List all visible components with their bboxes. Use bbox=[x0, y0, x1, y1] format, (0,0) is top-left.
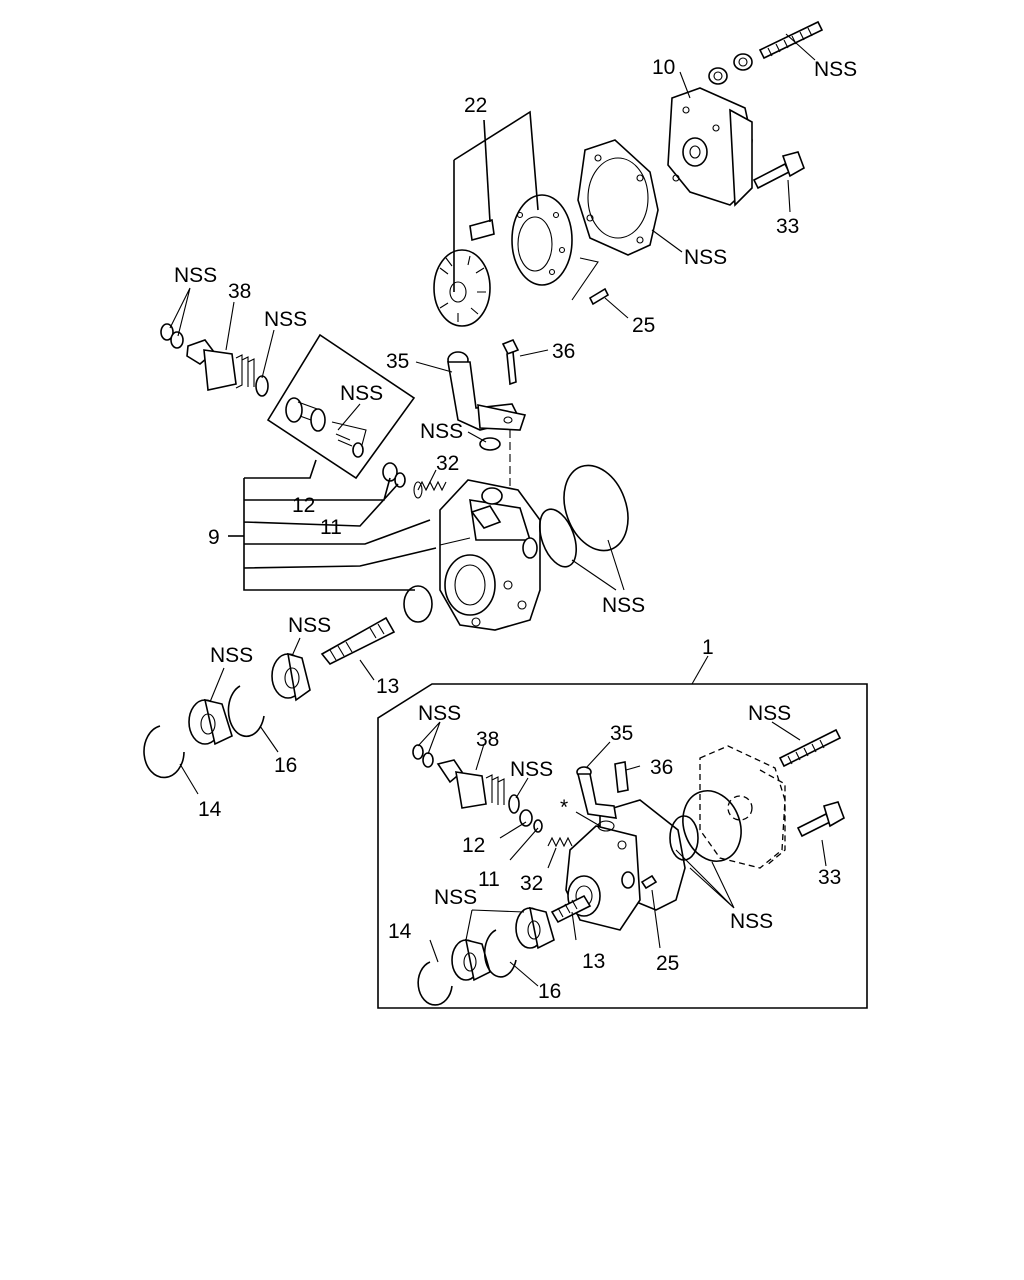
label-9: 9 bbox=[208, 526, 220, 549]
part-22-rotor-set bbox=[433, 110, 573, 327]
part-14-snap-ring-top bbox=[143, 725, 185, 779]
inset-label-nss-bearing: NSS bbox=[434, 886, 477, 909]
bushing bbox=[403, 585, 433, 623]
oil-seal-top bbox=[271, 652, 311, 702]
leader-lines-top bbox=[169, 33, 816, 795]
assembly-inset-box bbox=[377, 655, 868, 1009]
valve-kit-box bbox=[266, 333, 416, 480]
inset-label-32: 32 bbox=[520, 872, 543, 895]
inset-label-25: 25 bbox=[656, 952, 679, 975]
label-22: 22 bbox=[464, 94, 487, 117]
label-nss-bearing: NSS bbox=[210, 644, 253, 667]
pump-body-housing bbox=[439, 479, 541, 631]
inset-label-12: 12 bbox=[462, 834, 485, 857]
part-33-bolt-top bbox=[752, 151, 805, 190]
label-11: 11 bbox=[320, 516, 342, 539]
inset-label-nss-orings: NSS bbox=[730, 910, 773, 933]
small-parts-12-11-32 bbox=[382, 462, 447, 499]
part-10-rear-cover bbox=[667, 87, 753, 207]
label-36: 36 bbox=[552, 340, 575, 363]
inset-label-13: 13 bbox=[582, 950, 605, 973]
o-rings-body bbox=[538, 464, 629, 591]
label-nss-seal: NSS bbox=[288, 614, 331, 637]
label-32: 32 bbox=[436, 452, 459, 475]
label-35: 35 bbox=[386, 350, 409, 373]
label-nss-valve-kit: NSS bbox=[340, 382, 383, 405]
label-nss-stud: NSS bbox=[814, 58, 857, 81]
bearing-top bbox=[188, 698, 233, 746]
label-nss-38-orings: NSS bbox=[174, 264, 217, 287]
inset-label-nss-38-orings: NSS bbox=[418, 702, 461, 725]
label-nss-38-ring: NSS bbox=[264, 308, 307, 331]
part-25-dowel-pin bbox=[571, 257, 610, 306]
inset-label-14: 14 bbox=[388, 920, 412, 943]
label-10: 10 bbox=[652, 56, 675, 79]
inset-label-nss-stud: NSS bbox=[748, 702, 791, 725]
label-16: 16 bbox=[274, 754, 297, 777]
label-nss-gasket: NSS bbox=[684, 246, 727, 269]
inset-label-nss-ring: NSS bbox=[510, 758, 553, 781]
callout-labels: 10 NSS 22 33 NSS NSS 38 NSS 25 35 36 NSS… bbox=[174, 56, 857, 1003]
nuts bbox=[708, 53, 753, 85]
label-1: 1 bbox=[702, 636, 714, 659]
label-nss-oring: NSS bbox=[420, 420, 463, 443]
stud-bolt-top bbox=[758, 20, 824, 60]
part-13-shaft bbox=[320, 616, 396, 666]
label-12: 12 bbox=[292, 494, 315, 517]
part-35-pipe bbox=[447, 351, 527, 431]
part-36-bolt-top bbox=[501, 338, 520, 500]
gasket-rear bbox=[577, 139, 659, 256]
label-25: 25 bbox=[632, 314, 655, 337]
inset-label-star: * bbox=[560, 796, 568, 819]
part-16-snap-ring-top bbox=[227, 685, 265, 737]
inset-label-35: 35 bbox=[610, 722, 633, 745]
label-38: 38 bbox=[228, 280, 251, 303]
inset-label-16: 16 bbox=[538, 980, 561, 1003]
inset-label-11: 11 bbox=[478, 868, 500, 891]
label-nss-body-orings: NSS bbox=[602, 594, 645, 617]
label-14: 14 bbox=[198, 798, 222, 821]
label-33-top: 33 bbox=[776, 215, 799, 238]
inset-label-33: 33 bbox=[818, 866, 841, 889]
inset-label-36: 36 bbox=[650, 756, 673, 779]
inset-label-38: 38 bbox=[476, 728, 499, 751]
part-38-fitting bbox=[160, 323, 269, 397]
label-13: 13 bbox=[376, 675, 399, 698]
